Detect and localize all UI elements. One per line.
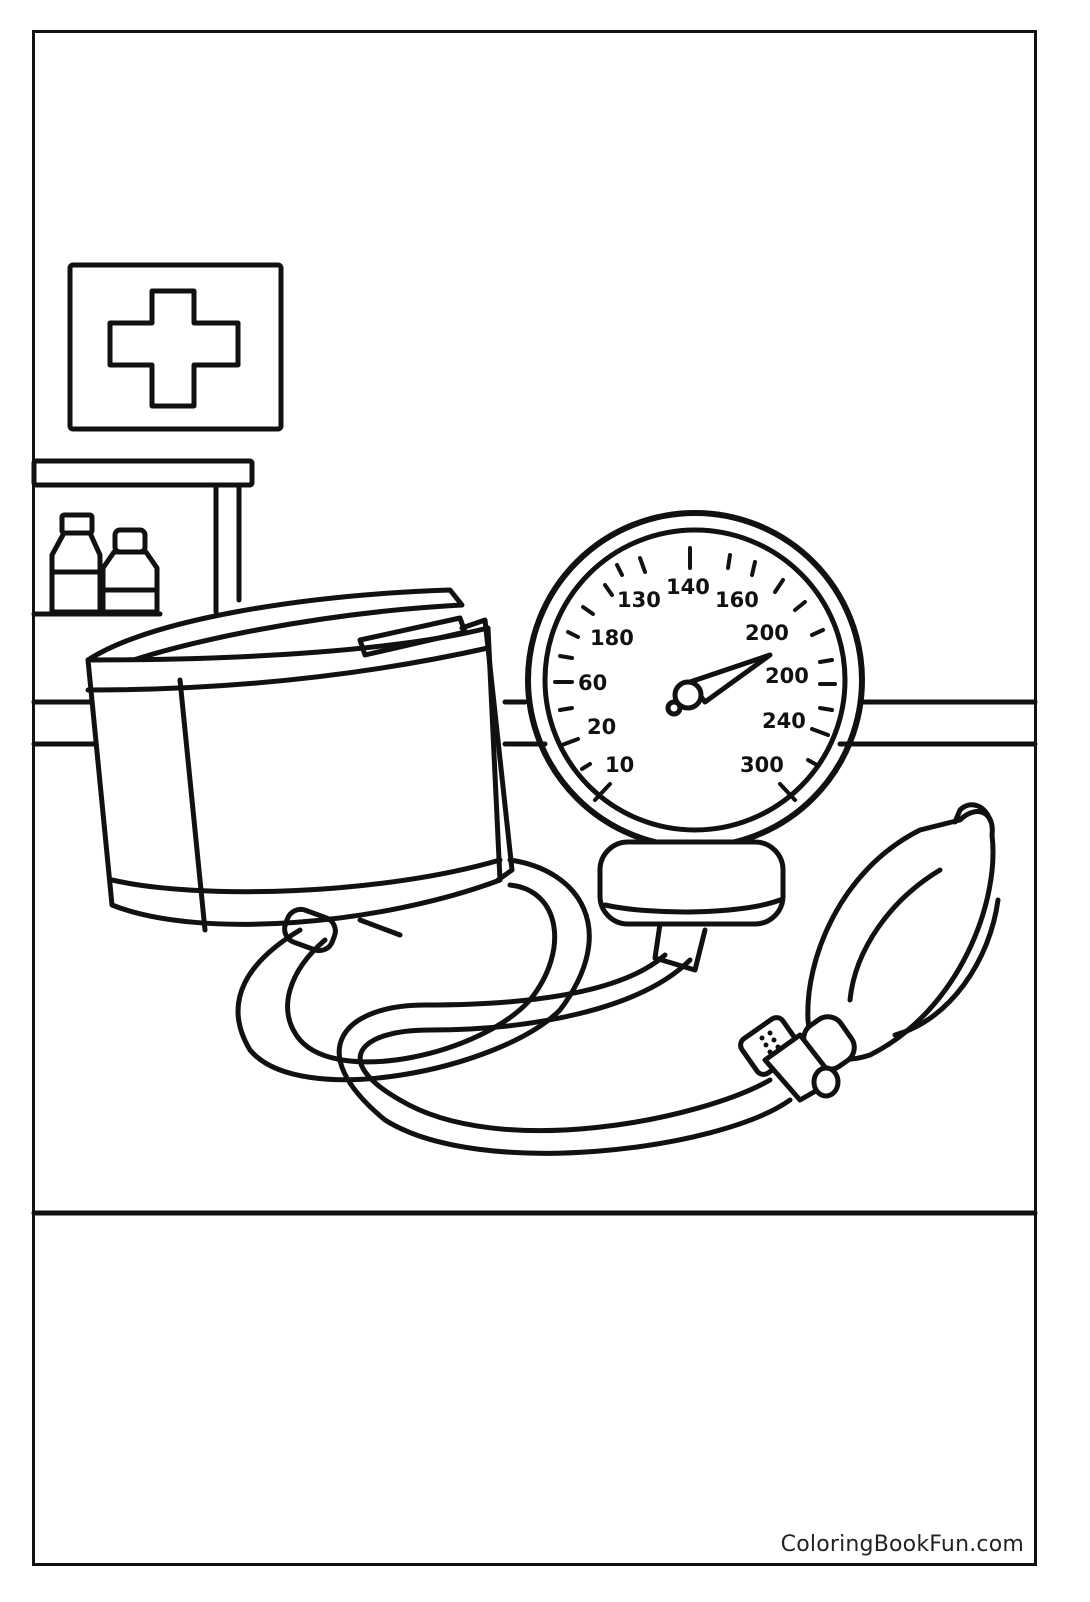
- valve: [738, 1014, 857, 1103]
- watermark: ColoringBookFun.com: [780, 1532, 1024, 1557]
- gauge-label-60: 60: [578, 671, 607, 695]
- bottle-short: [100, 527, 160, 615]
- gauge-label-200-upper: 200: [745, 621, 789, 645]
- medical-sign: [67, 262, 284, 432]
- inflation-bulb: [805, 802, 1001, 1062]
- gauge-labels: 10 20 60 180 130 140 160 200 200 240 300: [578, 575, 809, 777]
- gauge-label-130: 130: [617, 588, 661, 612]
- bottle-tall: [49, 512, 103, 615]
- valve-dots: [759, 1030, 781, 1055]
- gauge-needle: [665, 652, 773, 717]
- gauge-label-240: 240: [762, 709, 806, 733]
- gauge-ticks: [553, 546, 837, 802]
- bp-cuff: [85, 587, 515, 938]
- gauge-label-10: 10: [605, 753, 634, 777]
- gauge-label-160: 160: [715, 588, 759, 612]
- tubes: [235, 857, 793, 1156]
- medical-cross-icon: [107, 288, 241, 409]
- gauge-label-300: 300: [740, 753, 784, 777]
- page-border: [32, 30, 1037, 1566]
- gauge-housing: [525, 510, 865, 973]
- gauge-label-20: 20: [587, 715, 616, 739]
- gauge-label-180: 180: [590, 626, 634, 650]
- gauge-label-140: 140: [666, 575, 710, 599]
- gauge-label-200-lower: 200: [765, 664, 809, 688]
